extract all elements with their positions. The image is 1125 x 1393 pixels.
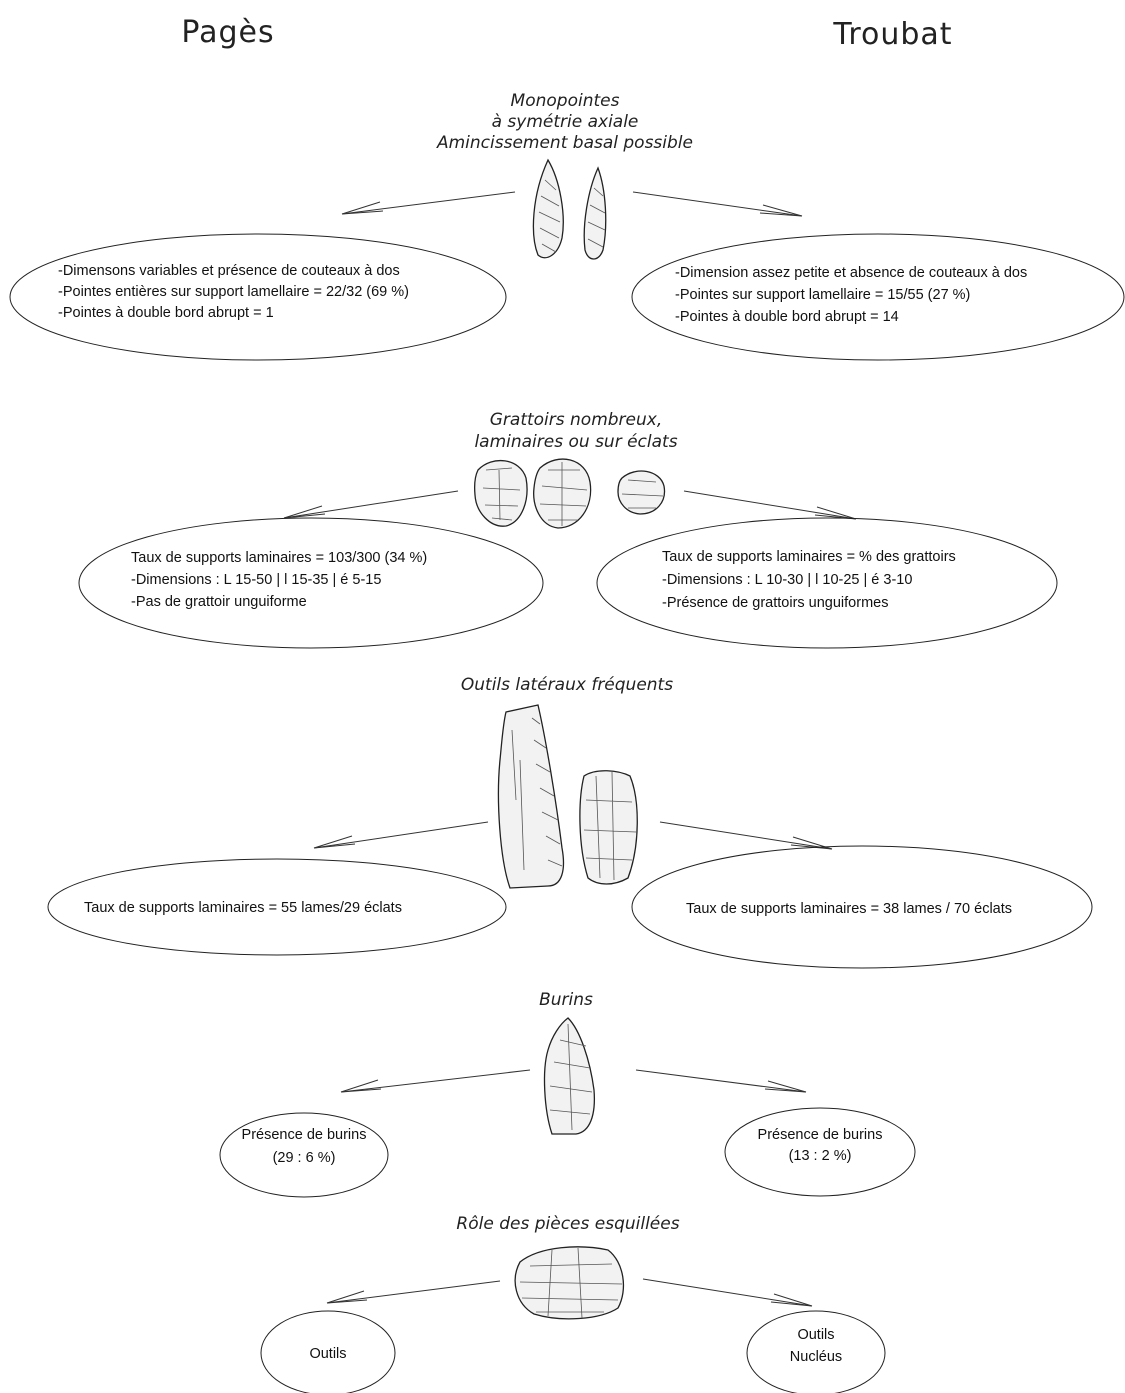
left-ellipse: [219, 1112, 389, 1198]
left-text-line: -Pointes entières sur support lamellaire…: [58, 284, 409, 300]
right-ellipse: [596, 517, 1058, 649]
right-text-line: Outils: [797, 1327, 834, 1343]
section-grattoirs: Grattoirs nombreux, laminaires ou sur éc…: [78, 410, 1058, 649]
right-text-line: Nucléus: [790, 1349, 842, 1365]
right-ellipse: [631, 233, 1125, 361]
arrow-right: [632, 191, 803, 217]
right-text-line: (13 : 2 %): [789, 1148, 852, 1164]
right-text-line: -Pointes à double bord abrupt = 14: [675, 309, 899, 325]
right-text-line: Taux de supports laminaires = 38 lames /…: [686, 901, 1012, 917]
right-ellipse: [631, 845, 1093, 969]
left-text-line: Présence de burins: [242, 1127, 367, 1143]
section-monopointes: Monopointes à symétrie axiale Amincissem…: [9, 91, 1125, 361]
left-ellipse: [260, 1310, 396, 1393]
left-ellipse: [47, 858, 507, 956]
section-title-line: Rôle des pièces esquillées: [456, 1214, 679, 1234]
left-text-line: (29 : 6 %): [273, 1150, 336, 1166]
arrow-left: [340, 1069, 531, 1093]
right-text-line: -Pointes sur support lamellaire = 15/55 …: [675, 287, 970, 303]
arrow-left: [326, 1280, 501, 1304]
section-title-line: Burins: [539, 990, 593, 1010]
grattoir-drawing: [473, 458, 666, 529]
right-ellipse: [746, 1310, 886, 1393]
section-title-line: Amincissement basal possible: [436, 133, 693, 153]
right-text-line: -Dimension assez petite et absence de co…: [675, 265, 1027, 281]
header-left: Pagès: [181, 15, 274, 50]
left-ellipse: [9, 233, 507, 361]
section-outils-lateraux: Outils latéraux fréquents Taux de suppor…: [47, 675, 1093, 969]
section-title-line: Outils latéraux fréquents: [461, 675, 673, 695]
header-right: Troubat: [832, 17, 952, 52]
left-text-line: Outils: [309, 1346, 346, 1362]
right-text-line: Taux de supports laminaires = % des grat…: [662, 549, 956, 565]
left-text-line: Taux de supports laminaires = 103/300 (3…: [131, 550, 427, 566]
section-title-line: Grattoirs nombreux,: [490, 410, 663, 430]
arrow-right: [635, 1069, 807, 1093]
section-pieces-esquillees: Rôle des pièces esquillées Outils Outils…: [260, 1214, 886, 1393]
arrow-right: [683, 490, 857, 520]
right-text-line: Présence de burins: [758, 1127, 883, 1143]
arrow-left: [341, 191, 516, 215]
section-title-line: à symétrie axiale: [492, 112, 639, 132]
arrow-right: [642, 1278, 813, 1307]
right-ellipse: [724, 1107, 916, 1197]
left-text-line: -Pointes à double bord abrupt = 1: [58, 305, 274, 321]
left-ellipse: [78, 517, 544, 649]
left-text-line: -Dimensions : L 15-50 | l 15-35 | é 5-15: [131, 572, 381, 588]
right-text-line: -Présence de grattoirs unguiformes: [662, 595, 888, 611]
monopointe-drawing: [532, 158, 607, 260]
arrow-right: [659, 821, 833, 850]
section-title-line: laminaires ou sur éclats: [474, 432, 677, 452]
arrow-left: [283, 490, 459, 519]
left-text-line: -Pas de grattoir unguiforme: [131, 594, 307, 610]
piece-esquillee-drawing: [514, 1246, 625, 1320]
left-text-line: -Dimensons variables et présence de cout…: [58, 263, 400, 279]
left-text-line: Taux de supports laminaires = 55 lames/2…: [84, 900, 402, 916]
arrow-left: [313, 821, 489, 849]
section-title-line: Monopointes: [511, 91, 620, 111]
outil-lateral-drawing: [497, 704, 638, 889]
section-burins: Burins Présence de burins (29 : 6 %) Pré…: [219, 990, 916, 1198]
right-text-line: -Dimensions : L 10-30 | l 10-25 | é 3-10: [662, 572, 912, 588]
burin-drawing: [543, 1017, 596, 1135]
